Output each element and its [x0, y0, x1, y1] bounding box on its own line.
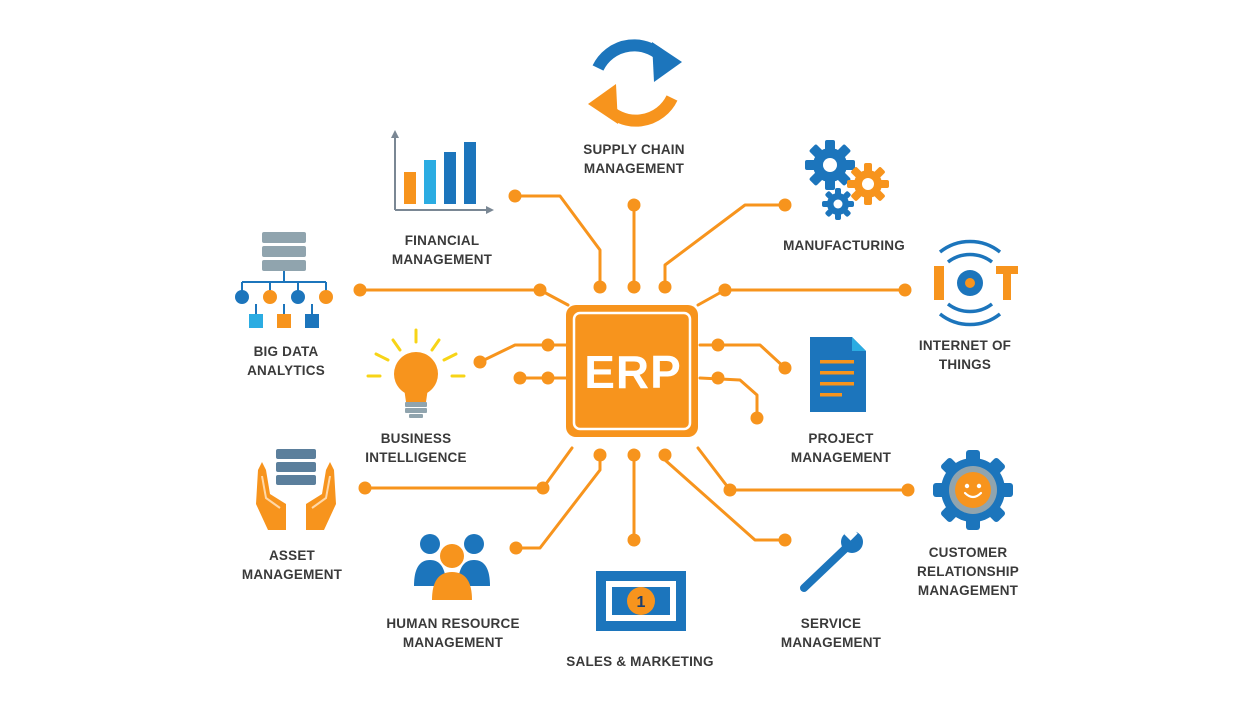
banknote-icon: 1 — [596, 571, 686, 631]
erp-label: ERP — [584, 346, 682, 398]
sales-label: SALES & MARKETING — [566, 654, 714, 669]
document-icon — [810, 337, 866, 412]
erp-chip — [566, 305, 698, 437]
hands-database-icon — [256, 449, 336, 530]
smiley-gear-icon — [933, 450, 1013, 530]
wrench-icon — [800, 527, 863, 592]
circuit-nodes — [353, 189, 915, 555]
light-bulb-icon — [366, 328, 466, 418]
people-group-icon — [414, 534, 490, 600]
bar-chart-icon — [391, 130, 494, 214]
manufacturing-label: MANUFACTURING — [783, 238, 905, 253]
recycle-arrows-icon — [588, 39, 682, 127]
banknote-number: 1 — [637, 594, 646, 611]
gears-icon — [805, 140, 889, 220]
database-tree-icon — [235, 232, 333, 328]
iot-signal-icon — [934, 239, 1018, 327]
